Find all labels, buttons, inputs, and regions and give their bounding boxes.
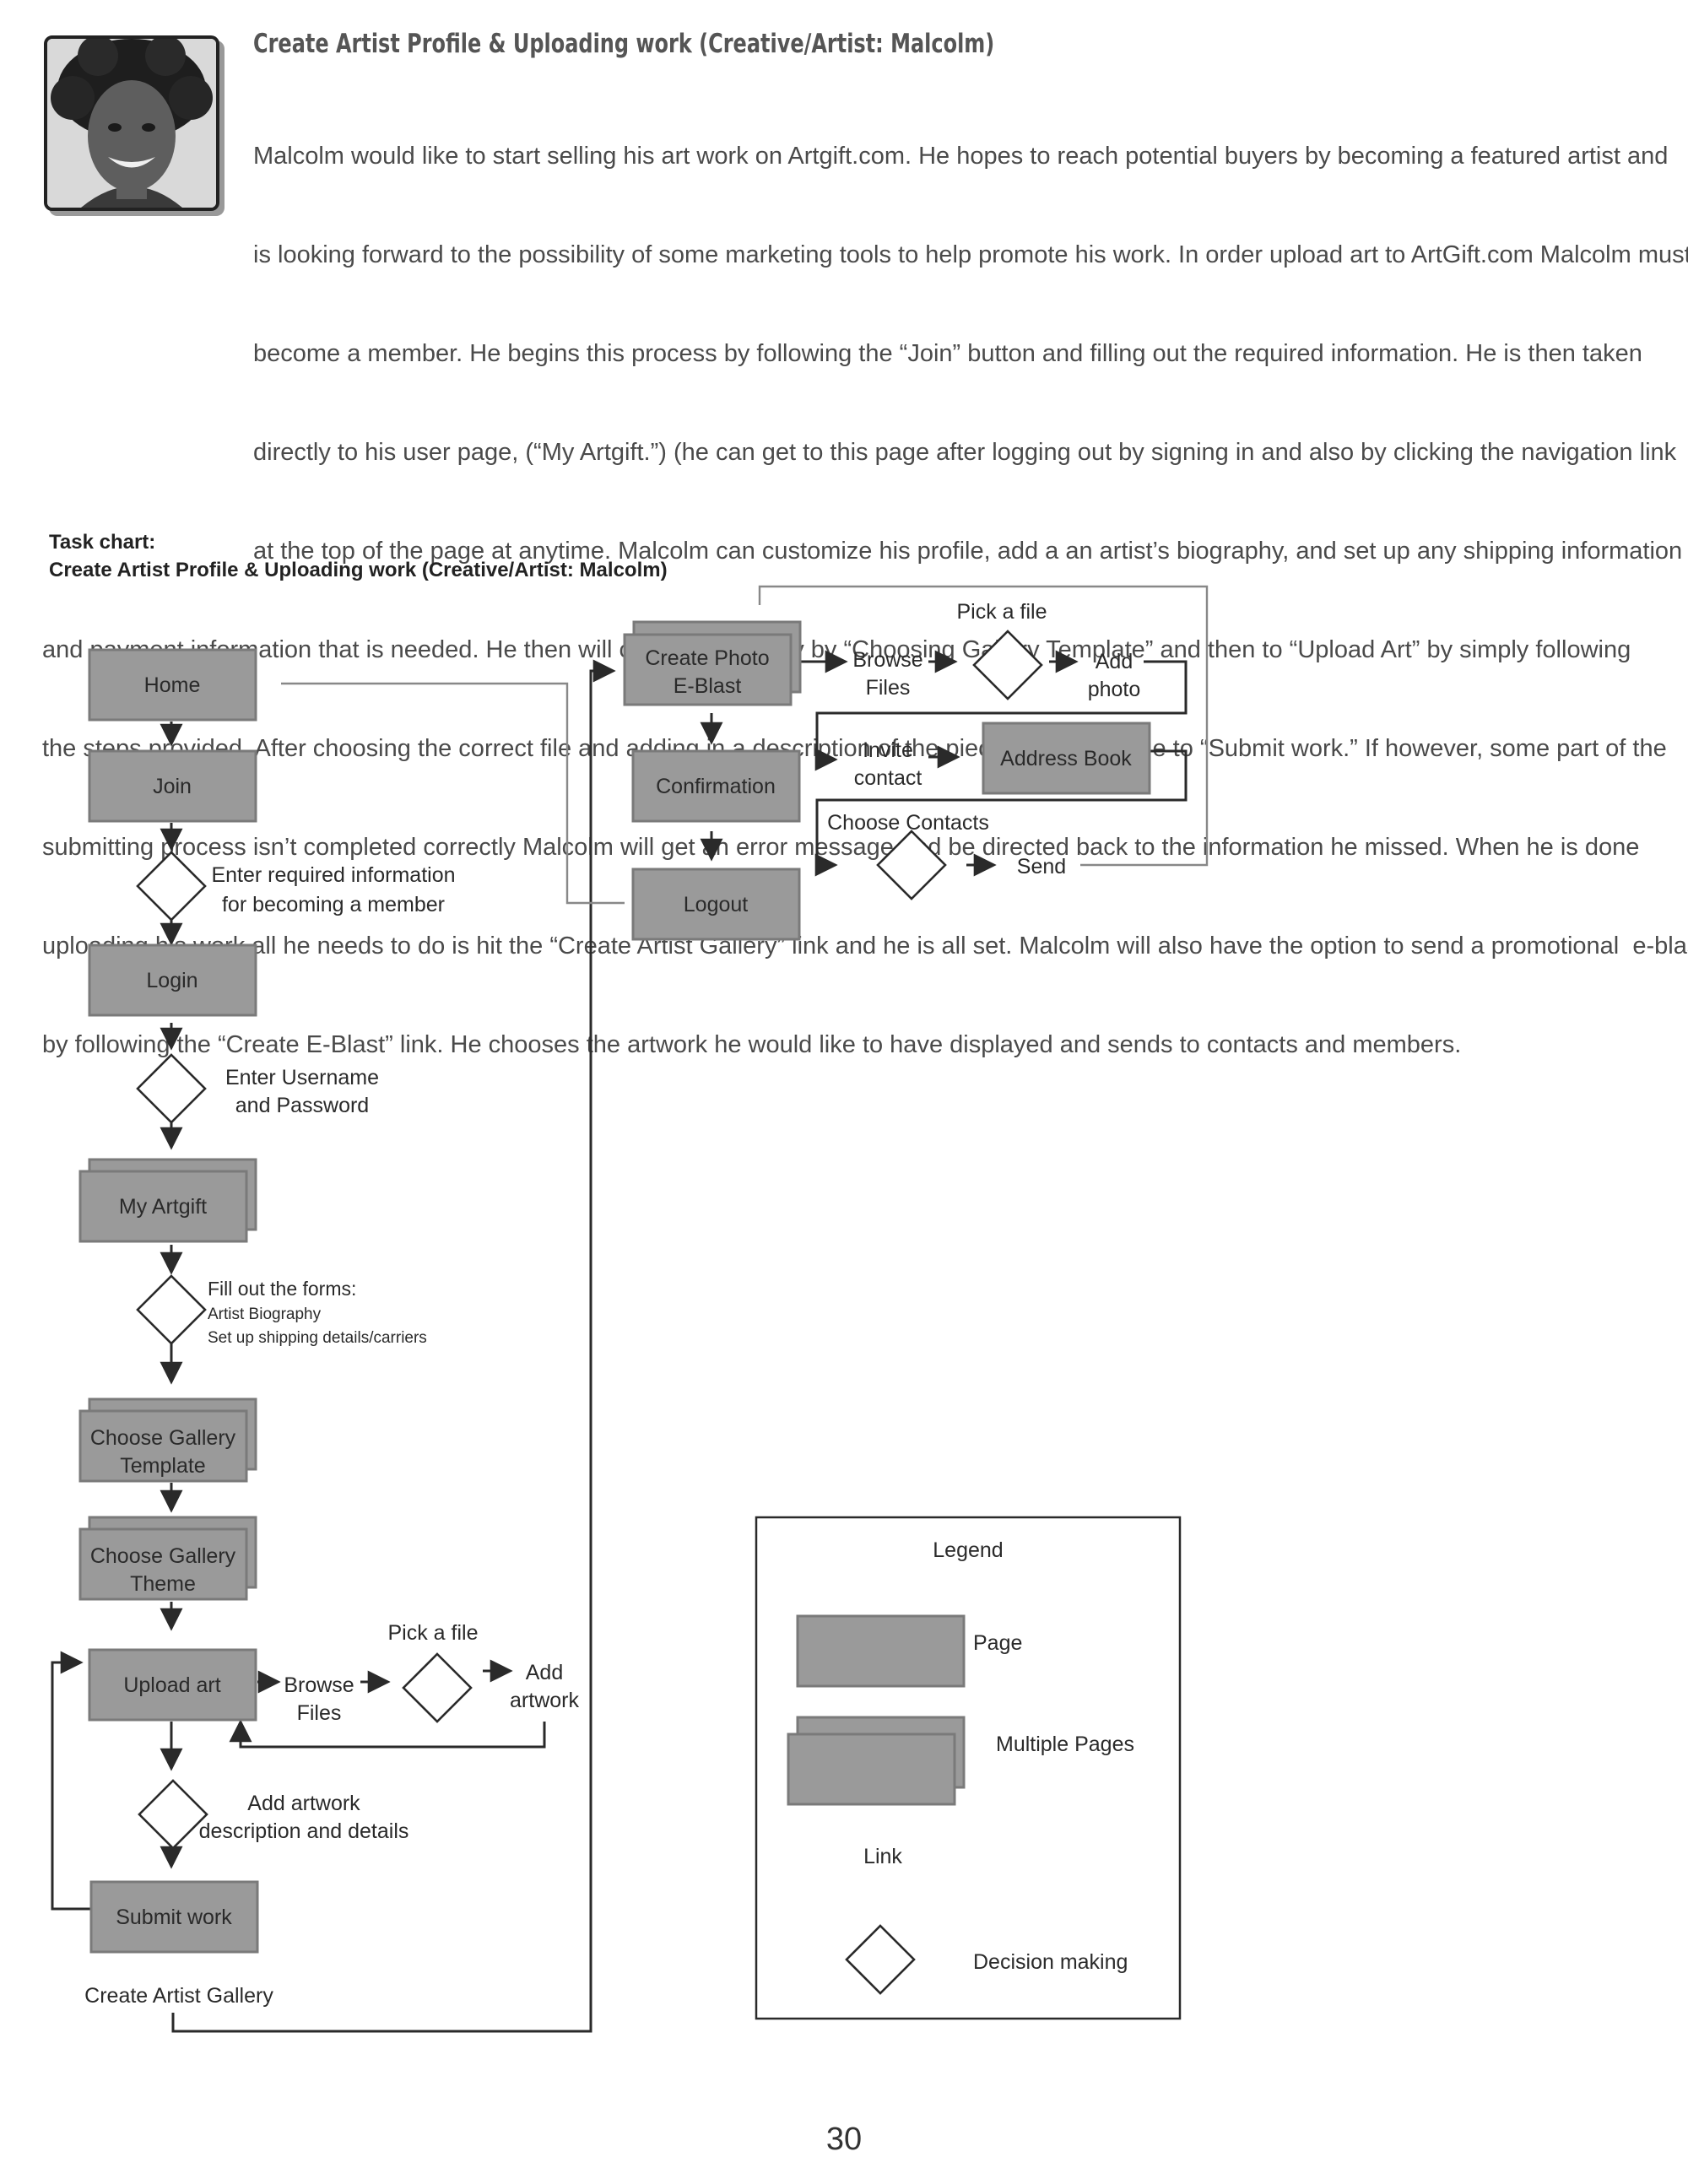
gallery-template-box xyxy=(78,1409,248,1483)
join-decision-label: for becoming a member xyxy=(222,893,445,916)
create-artist-gallery-link: Create Artist Gallery xyxy=(84,1984,273,2008)
decision-contacts-diamond xyxy=(876,830,947,900)
create-photo-eblast-box xyxy=(623,633,793,706)
join-decision-label: Enter required information xyxy=(211,863,455,887)
eb-pick-file-label: Pick a file xyxy=(957,600,1047,624)
add-photo-label: Add xyxy=(1096,650,1133,673)
confirmation-label: Confirmation xyxy=(656,775,776,798)
legend-multiple-label: Multiple Pages xyxy=(996,1733,1134,1756)
legend-decision-label: Decision making xyxy=(973,1950,1128,1974)
flow-labels: Home Join Enter required information for… xyxy=(84,600,1140,2008)
page-boxes xyxy=(78,620,1151,1954)
submit-work-label: Submit work xyxy=(116,1906,232,1929)
legend-decision-swatch xyxy=(845,1924,916,1995)
home-label: Home xyxy=(144,673,201,697)
gallery-theme-box xyxy=(78,1527,248,1601)
story-line: become a member. He begins this process … xyxy=(253,340,1642,367)
invite-contact-label: Invite xyxy=(863,738,913,762)
story-line: Malcolm would like to start selling his … xyxy=(253,143,1669,170)
link-send-eblast xyxy=(758,585,1209,867)
add-artwork-label: artwork xyxy=(510,1689,579,1712)
add-artwork-label: Add xyxy=(526,1661,563,1684)
story-line: by following the “Create E-Blast” link. … xyxy=(42,1031,1462,1058)
link-gallery-eblast xyxy=(171,659,616,2033)
task-chart-label: Task chart: xyxy=(49,531,156,554)
my-artgift-label: My Artgift xyxy=(119,1195,207,1219)
decision-join-diamond xyxy=(136,851,207,922)
address-book-label: Address Book xyxy=(1000,747,1132,770)
browse-files-label: Browse xyxy=(284,1673,354,1697)
forms-item: Artist Biography xyxy=(208,1306,322,1323)
browse-files-label: Files xyxy=(297,1701,342,1725)
eb-browse-files-label: Browse xyxy=(852,648,922,672)
task-chart-caption: Task chart: Create Artist Profile & Uplo… xyxy=(49,528,668,584)
forms-label-group: Fill out the forms: Artist Biography Set… xyxy=(208,1278,427,1347)
decision-diamonds xyxy=(136,630,1043,1850)
legend: Legend Page Multiple Pages Link Decision… xyxy=(755,1516,1182,2020)
legend-title: Legend xyxy=(933,1538,1003,1562)
artist-portrait-icon xyxy=(47,39,216,208)
eblast-label: E-Blast xyxy=(674,674,742,698)
login-decision-label: and Password xyxy=(235,1094,369,1117)
gallery-template-label: Template xyxy=(120,1454,205,1478)
forms-title: Fill out the forms: xyxy=(208,1278,356,1300)
pick-file-label: Pick a file xyxy=(388,1621,479,1645)
story-paragraph: Malcolm would like to start selling his … xyxy=(42,74,1688,1095)
login-box xyxy=(88,943,257,1017)
story-line: at the top of the page at anytime. Malco… xyxy=(253,538,1683,565)
legend-link-label: Link xyxy=(863,1845,902,1868)
logout-box xyxy=(631,868,801,941)
story-line: directly to his user page, (“My Artgift.… xyxy=(253,439,1677,466)
login-decision-label: Enter Username xyxy=(225,1066,379,1089)
upload-art-label: Upload art xyxy=(123,1673,220,1697)
task-chart-title: Create Artist Profile & Uploading work (… xyxy=(49,559,668,581)
flow-addphoto-invite xyxy=(814,660,1188,771)
confirmation-box xyxy=(631,749,801,823)
submit-work-box xyxy=(89,1880,259,1954)
story-title: Create Artist Profile & Uploading work (… xyxy=(253,29,995,59)
loop-addartwork-upload xyxy=(229,1719,546,1749)
description-decision-label: Add artwork xyxy=(247,1792,360,1815)
logout-label: Logout xyxy=(684,893,749,916)
link-home-logout xyxy=(281,682,625,905)
decision-forms-diamond xyxy=(136,1274,207,1345)
gallery-theme-label: Theme xyxy=(130,1572,196,1596)
loop-submit-upload xyxy=(51,1651,90,1911)
description-decision-label: description and details xyxy=(199,1819,409,1843)
decision-login-diamond xyxy=(136,1053,207,1124)
forms-item: Set up shipping details/carriers xyxy=(208,1329,427,1347)
invite-contact-label: contact xyxy=(854,766,922,790)
story-line: is looking forward to the possibility of… xyxy=(253,241,1688,268)
choose-contacts-label: Choose Contacts xyxy=(827,811,989,835)
navigation-links xyxy=(281,585,1209,905)
eb-browse-files-label: Files xyxy=(866,676,911,700)
story-line: submitting process isn’t completed corre… xyxy=(42,834,1640,861)
flow-addressbook-contacts xyxy=(814,749,1188,877)
decision-description-diamond xyxy=(138,1779,208,1850)
login-label: Login xyxy=(146,969,197,992)
join-label: Join xyxy=(153,775,192,798)
legend-multiple-swatch xyxy=(787,1733,956,1806)
send-label: Send xyxy=(1017,855,1066,878)
legend-page-swatch xyxy=(796,1614,966,1688)
gallery-template-label: Choose Gallery xyxy=(90,1426,236,1450)
flow-connectors xyxy=(51,650,1188,2033)
decision-pickfile-diamond xyxy=(402,1652,473,1723)
artist-portrait-photo xyxy=(44,35,219,211)
add-photo-label: photo xyxy=(1088,678,1141,701)
home-box xyxy=(88,648,257,722)
address-book-box xyxy=(982,722,1151,795)
legend-page-label: Page xyxy=(973,1631,1022,1655)
page-number: 30 xyxy=(825,2122,863,2157)
eblast-label: Create Photo xyxy=(645,646,769,670)
gallery-theme-label: Choose Gallery xyxy=(90,1544,236,1568)
upload-art-box xyxy=(88,1648,257,1722)
my-artgift-box xyxy=(78,1170,248,1243)
join-box xyxy=(88,749,257,823)
decision-eb-pickfile-diamond xyxy=(972,630,1043,700)
